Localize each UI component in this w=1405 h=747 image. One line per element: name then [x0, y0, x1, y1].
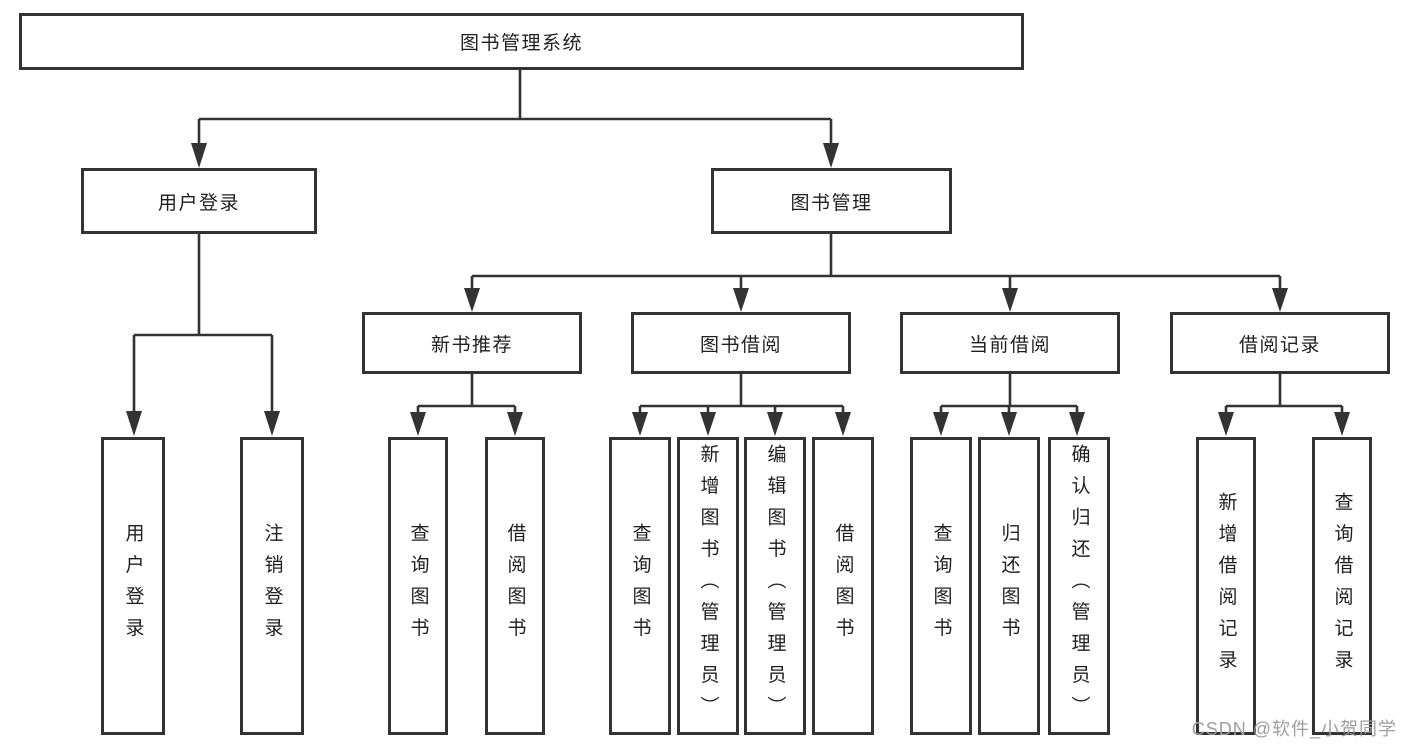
node-new-book-rec: 新书推荐 [362, 312, 582, 374]
arrow-icon [767, 412, 783, 436]
leaf-cb-return-book: 归还图书 [978, 437, 1040, 735]
arrow-icon [632, 412, 648, 436]
leaf-br-query-record-label: 查询借阅记录 [1331, 491, 1353, 681]
connector-user-login [132, 234, 274, 412]
node-borrow-record: 借阅记录 [1170, 312, 1390, 374]
arrow-icon [1001, 412, 1017, 436]
leaf-bb-add-book-label: 新增图书（管理员） [697, 444, 719, 728]
node-root: 图书管理系统 [19, 13, 1024, 70]
node-new-book-rec-label: 新书推荐 [430, 334, 513, 356]
leaf-cb-query-book: 查询图书 [910, 437, 972, 735]
leaf-bb-query-book: 查询图书 [609, 437, 671, 735]
leaf-cb-confirm-return: 确认归还（管理员） [1048, 437, 1110, 735]
arrow-icon [126, 411, 142, 436]
arrow-icon [1218, 412, 1234, 436]
connector-book-mgmt [470, 234, 1282, 290]
leaf-rec-borrow-book: 借阅图书 [485, 437, 545, 735]
leaf-br-query-record: 查询借阅记录 [1312, 437, 1372, 735]
arrow-icon [507, 412, 523, 436]
leaf-rec-query-book: 查询图书 [388, 437, 448, 735]
leaf-cb-confirm-return-label: 确认归还（管理员） [1068, 444, 1090, 728]
arrow-icon [823, 143, 839, 168]
leaf-br-add-record-label: 新增借阅记录 [1215, 491, 1237, 681]
leaf-bb-edit-book: 编辑图书（管理员） [744, 437, 806, 735]
arrow-icon [464, 288, 480, 312]
leaf-user-login: 用户登录 [101, 437, 165, 735]
arrow-icon [835, 412, 851, 436]
node-user-login-label: 用户登录 [157, 192, 240, 214]
leaf-rec-query-book-label: 查询图书 [407, 523, 429, 649]
node-book-mgmt-label: 图书管理 [790, 192, 873, 214]
leaf-cb-query-book-label: 查询图书 [930, 523, 952, 649]
csdn-watermark: CSDN @软件_小贺同学 [1191, 719, 1397, 739]
connector-root [197, 70, 833, 146]
arrow-icon [191, 143, 207, 168]
arrow-icon [410, 412, 426, 436]
arrow-icon [1272, 288, 1288, 312]
node-current-borrow-label: 当前借阅 [968, 334, 1051, 356]
arrow-icon [700, 412, 716, 436]
connector-new-book-rec [416, 374, 517, 413]
leaf-bb-borrow-book: 借阅图书 [812, 437, 874, 735]
leaf-logout: 注销登录 [240, 437, 304, 735]
arrowheads [126, 143, 1350, 436]
arrow-icon [1334, 412, 1350, 436]
leaf-bb-query-book-label: 查询图书 [629, 523, 651, 649]
arrow-icon [1002, 288, 1018, 312]
leaf-user-login-label: 用户登录 [122, 523, 144, 649]
connector-borrow-record [1224, 374, 1344, 413]
leaf-rec-borrow-book-label: 借阅图书 [504, 523, 526, 649]
connector-current-borrow [939, 374, 1079, 413]
node-root-label: 图书管理系统 [459, 33, 583, 54]
leaf-bb-edit-book-label: 编辑图书（管理员） [764, 444, 786, 728]
leaf-cb-return-book-label: 归还图书 [998, 523, 1020, 649]
node-user-login: 用户登录 [81, 168, 317, 234]
node-book-mgmt: 图书管理 [711, 168, 952, 234]
node-borrow-record-label: 借阅记录 [1238, 334, 1321, 356]
leaf-bb-add-book: 新增图书（管理员） [677, 437, 739, 735]
node-current-borrow: 当前借阅 [900, 312, 1120, 374]
leaf-br-add-record: 新增借阅记录 [1196, 437, 1256, 735]
node-book-borrow-label: 图书借阅 [699, 334, 782, 356]
arrow-icon [933, 412, 949, 436]
arrow-icon [1069, 412, 1085, 436]
leaf-logout-label: 注销登录 [261, 523, 283, 649]
leaf-bb-borrow-book-label: 借阅图书 [832, 523, 854, 649]
node-book-borrow: 图书借阅 [631, 312, 851, 374]
arrow-icon [264, 411, 280, 436]
arrow-icon [733, 288, 749, 312]
connector-book-borrow [638, 374, 845, 413]
